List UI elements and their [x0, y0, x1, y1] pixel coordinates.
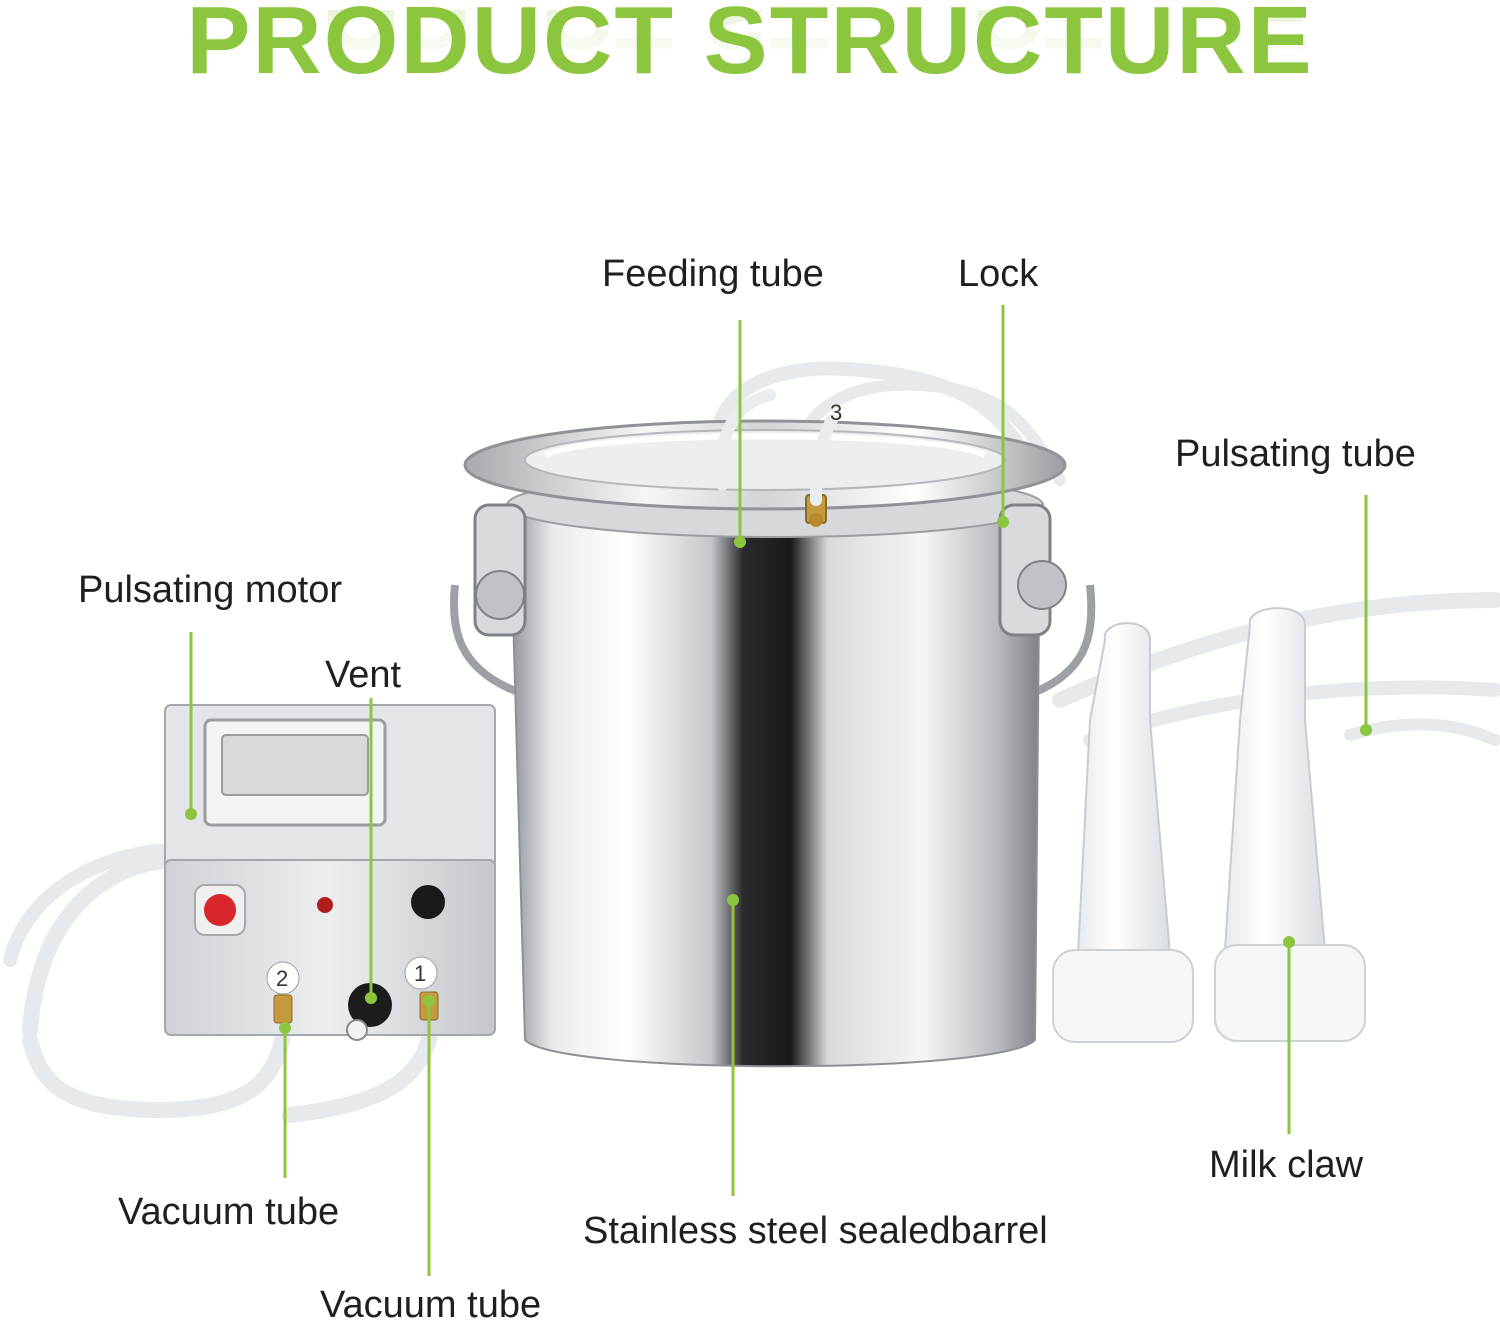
lid-tubes: [715, 389, 838, 506]
port-3-number: 3: [830, 400, 842, 425]
label-pulsating-tube: Pulsating tube: [1175, 433, 1416, 475]
milk-claw: [1052, 607, 1366, 1043]
label-pulsating-motor: Pulsating motor: [78, 569, 343, 611]
barrel: [463, 419, 1067, 1068]
label-vent: Vent: [325, 654, 402, 696]
label-vacuum-tube-left: Vacuum tube: [118, 1191, 340, 1233]
label-lock: Lock: [958, 253, 1039, 295]
right-lock: [998, 503, 1067, 637]
port-2-number: 2: [276, 966, 288, 991]
label-feeding-tube: Feeding tube: [602, 253, 824, 295]
power-switch: [204, 894, 236, 926]
vent-valve: [348, 983, 392, 1027]
label-vacuum-tube-right: Vacuum tube: [320, 1284, 542, 1326]
headline-title: PRODUCT STRUCTURE: [186, 0, 1314, 94]
leader-lines: [185, 305, 1372, 1276]
pulsating-motor-box: 2 1: [164, 704, 496, 1041]
power-jack: [411, 885, 445, 919]
label-barrel: Stainless steel sealedbarrel: [583, 1210, 1048, 1252]
left-lock: [473, 503, 527, 637]
port-1-number: 1: [414, 961, 426, 986]
indicator-light: [317, 897, 333, 913]
label-milk-claw: Milk claw: [1209, 1144, 1364, 1186]
